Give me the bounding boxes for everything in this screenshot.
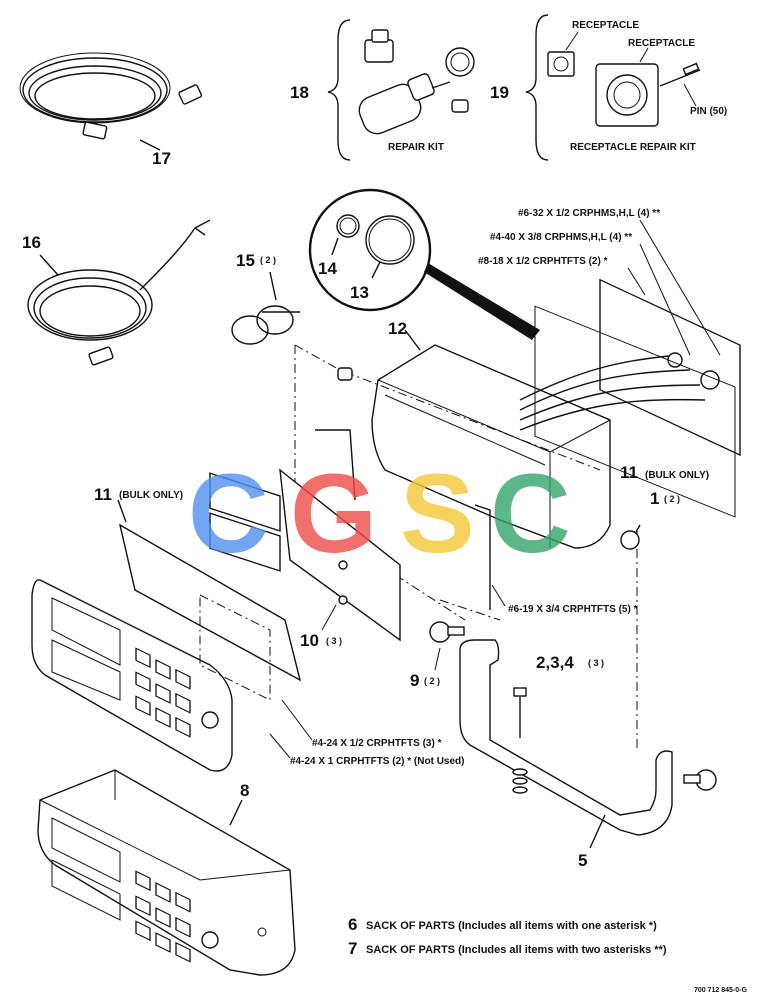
callout-10: 10	[300, 631, 319, 650]
label-repair-kit: REPAIR KIT	[388, 142, 444, 153]
cable-item-17	[19, 52, 203, 151]
gasket-detail-13-14	[308, 188, 540, 340]
callout-15: 15	[236, 251, 255, 270]
hardware-6-19: #6-19 X 3/4 CRPHTFTS (5) *	[508, 604, 638, 615]
labels: REPAIR KIT RECEPTACLE RECEPTACLE PIN (50…	[388, 20, 727, 153]
callout-1: 1	[650, 489, 659, 508]
label-receptacle-repair-kit: RECEPTACLE REPAIR KIT	[570, 142, 696, 153]
callout-11-right-note: (BULK ONLY)	[645, 470, 709, 481]
callout-11-right: 11	[620, 463, 638, 482]
callout-12: 12	[388, 319, 407, 338]
hardware-4-40: #4-40 X 3/8 CRPHMS,H,L (4) **	[490, 232, 632, 243]
callout-10-qty: ( 3 )	[326, 636, 342, 646]
hardware-4-24-half: #4-24 X 1/2 CRPHTFTS (3) *	[312, 738, 442, 749]
watermark-letter-3: S	[400, 451, 475, 576]
callout-11-left: 11	[94, 485, 112, 504]
callout-9: 9	[410, 671, 419, 690]
callout-5: 5	[578, 851, 587, 870]
callout-1-qty: ( 2 )	[664, 494, 680, 504]
callout-9-qty: ( 2 )	[424, 676, 440, 686]
callout-17: 17	[152, 149, 171, 168]
callout-2-3-4-qty: ( 3 )	[588, 658, 604, 668]
callout-14: 14	[318, 259, 337, 278]
callout-11-left-note: (BULK ONLY)	[119, 490, 183, 501]
hardware-8-18: #8-18 X 1/2 CRPHTFTS (2) *	[478, 256, 608, 267]
label-pin: PIN (50)	[690, 106, 727, 117]
callout-16: 16	[22, 233, 41, 252]
note-7-number: 7	[348, 939, 357, 958]
cable-item-16	[27, 219, 211, 366]
screw-item-2-3-4	[512, 687, 528, 794]
callout-19: 19	[490, 83, 509, 102]
clamps-item-15	[231, 271, 300, 345]
note-6-text: SACK OF PARTS (Includes all items with o…	[366, 920, 657, 932]
note-6-number: 6	[348, 915, 357, 934]
watermark-letter-1: C	[188, 451, 269, 576]
front-panel-exploded	[31, 579, 271, 772]
bracket-item-5	[429, 524, 717, 849]
callout-18: 18	[290, 83, 309, 102]
repair-kit-item-18	[327, 19, 475, 161]
receptacle-kit-item-19	[525, 14, 701, 161]
circuit-board	[209, 367, 491, 642]
label-receptacle-2: RECEPTACLE	[628, 38, 695, 49]
hardware-6-32: #6-32 X 1/2 CRPHMS,H,L (4) **	[518, 208, 660, 219]
callouts: 17 16 18 19 14 13 15 ( 2 ) 12 11 (BULK O…	[22, 83, 709, 870]
hardware-leaders	[269, 219, 721, 759]
drawing-number: 700 712 845-0-G	[694, 987, 747, 994]
callout-8: 8	[240, 781, 249, 800]
watermark: C G S C	[188, 451, 571, 576]
watermark-letter-4: C	[490, 451, 571, 576]
hardware-4-24-one: #4-24 X 1 CRPHTFTS (2) * (Not Used)	[290, 756, 464, 767]
back-panel	[519, 278, 741, 518]
gasket-item-11-left	[117, 499, 302, 682]
notes: 6 SACK OF PARTS (Includes all items with…	[348, 915, 667, 958]
label-receptacle-1: RECEPTACLE	[572, 20, 639, 31]
assembled-unit-item-8	[37, 769, 296, 976]
watermark-letter-2: G	[290, 451, 377, 576]
callout-13: 13	[350, 283, 369, 302]
note-7-text: SACK OF PARTS (Includes all items with t…	[366, 944, 667, 956]
callout-15-qty: ( 2 )	[260, 255, 276, 265]
callout-2-3-4: 2,3,4	[536, 653, 574, 672]
hardware-labels: #6-32 X 1/2 CRPHMS,H,L (4) ** #4-40 X 3/…	[290, 208, 660, 767]
